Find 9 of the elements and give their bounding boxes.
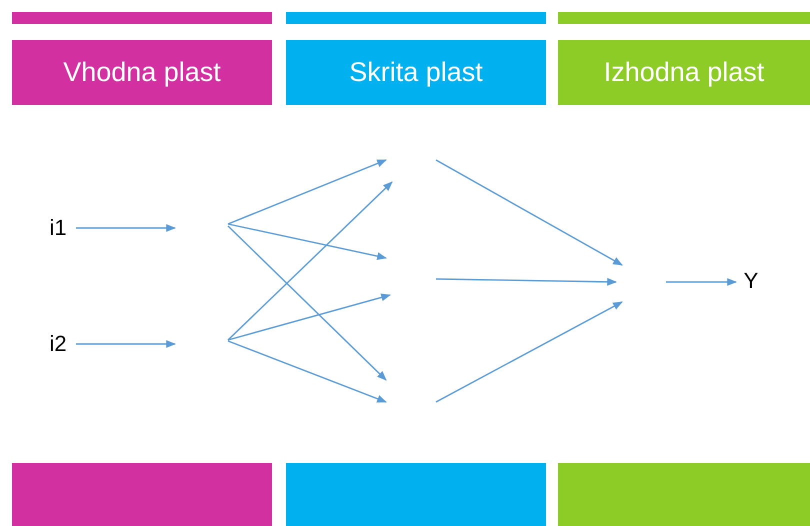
layer-header: Vhodna plast [12,40,272,105]
arrow [76,224,176,232]
layer-header: Skrita plast [286,40,546,105]
output-label: Y [744,268,758,294]
arrow [666,278,737,286]
layer-header: Izhodna plast [558,40,810,105]
arrow [76,340,176,348]
input-label: i2 [49,331,67,357]
input-label: i1 [49,215,67,241]
